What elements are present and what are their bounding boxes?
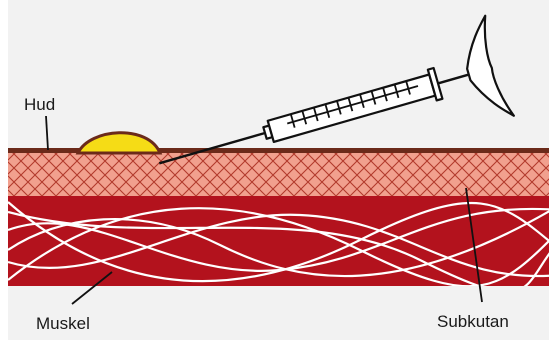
label-subcutaneous: Subkutan [437, 312, 509, 331]
subcutaneous-layer [8, 152, 549, 198]
label-skin: Hud [24, 95, 55, 114]
muscle-layer [8, 196, 549, 286]
label-muscle: Muskel [36, 314, 90, 333]
